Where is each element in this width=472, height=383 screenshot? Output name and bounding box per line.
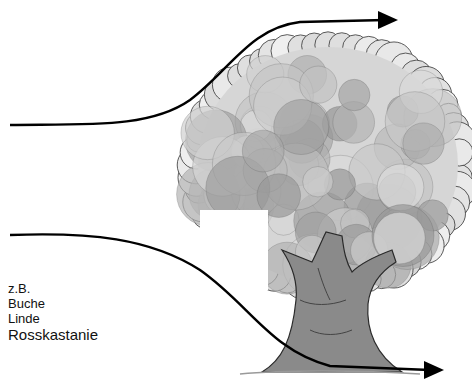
wind-arrow-top (10, 20, 385, 125)
crown-shade (242, 130, 284, 172)
arrowhead (378, 11, 398, 29)
tree-species-label: z.B. (8, 282, 30, 296)
crown-shade (339, 79, 370, 110)
crown-shade (377, 164, 424, 211)
tree-species-label: Buche (8, 297, 45, 311)
wind-arrow-bottom (10, 234, 430, 370)
tree-species-label: Rosskastanie (8, 327, 98, 344)
wind-arrows (10, 11, 444, 379)
arrowhead (424, 361, 444, 379)
tree-species-label: Linde (8, 312, 40, 326)
crown-shade (303, 166, 333, 196)
crown-shade (300, 66, 337, 103)
crown-shade (403, 123, 444, 164)
